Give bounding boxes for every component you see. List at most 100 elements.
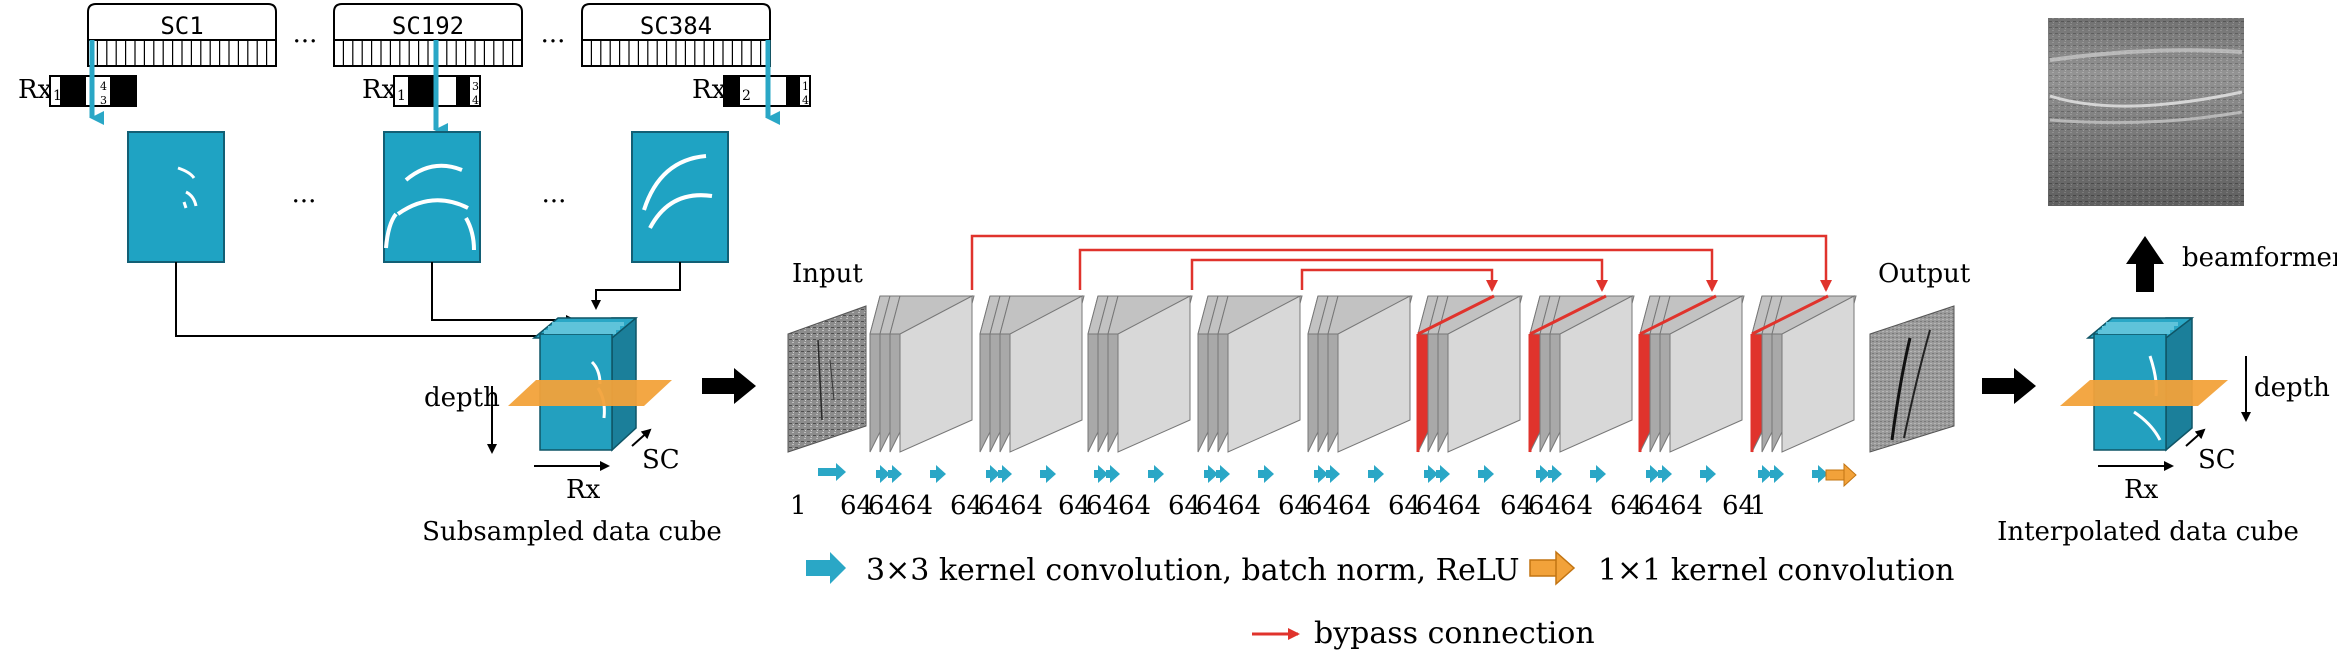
sc384-grid: [581, 39, 771, 67]
channel-label: 64: [1528, 491, 1561, 521]
interpolated-data-cube: [2060, 317, 2228, 452]
layer-arrow-head: [1596, 465, 1606, 483]
data-panel-sc192: [383, 131, 481, 263]
conv-block-1: [869, 295, 975, 453]
bypass-merge-edge: [1751, 294, 1829, 336]
layer-arrow: [930, 465, 946, 483]
rx-strip-1-b: 4: [100, 80, 107, 93]
arrow-from-network: [1982, 368, 2036, 404]
layer-arrow-shaft: [876, 470, 882, 478]
ellipsis-mid-1: ···: [292, 187, 317, 217]
layer-face: [1227, 295, 1301, 453]
left-sc-label: SC: [642, 445, 680, 475]
data-panel-sc384: [631, 131, 729, 263]
channel-label: 64: [1610, 491, 1643, 521]
rx-strip-1: Rx 1 4 3: [18, 75, 137, 107]
layer-arrow-head: [1374, 465, 1384, 483]
layer-arrow-shaft: [1758, 470, 1764, 478]
layer-arrow: [1094, 465, 1108, 483]
rx-strip-1-a: 1: [53, 88, 62, 104]
conv-block-3: [1087, 295, 1193, 453]
layer-arrow: [1326, 465, 1340, 483]
output-image: [1869, 305, 1955, 453]
layer-arrow: [1314, 465, 1328, 483]
right-depth-label: depth: [2254, 373, 2330, 403]
input-label: Input: [792, 259, 863, 289]
layer-arrow: [1216, 465, 1230, 483]
layer-arrow-shaft: [1040, 470, 1048, 478]
layer-arrow-head: [1154, 465, 1164, 483]
layer-arrow: [1812, 465, 1828, 483]
channel-label: 64: [1388, 491, 1421, 521]
left-cube-caption: Subsampled data cube: [422, 517, 722, 547]
layer-arrow-shaft: [1106, 470, 1112, 478]
channel-label: 64: [1638, 491, 1671, 521]
layer-arrow-shaft: [1770, 470, 1776, 478]
right-rx-label: Rx: [2124, 475, 2159, 505]
layer-arrow-shaft: [998, 470, 1004, 478]
channel-label: 1: [1750, 491, 1767, 521]
layer-arrow: [1148, 465, 1164, 483]
bypass-4: [1300, 268, 1498, 292]
layer-arrow-shaft: [1700, 470, 1708, 478]
channel-label: 64: [1228, 491, 1261, 521]
channel-label: 64: [1338, 491, 1371, 521]
layer-arrow-shaft: [1548, 470, 1554, 478]
left-rx-label: Rx: [566, 475, 601, 505]
layer-arrow: [1646, 465, 1660, 483]
layer-face: [1447, 295, 1521, 453]
layer-arrow-shaft: [1314, 470, 1320, 478]
layer-arrow-head: [836, 463, 846, 481]
layer-arrow-shaft: [1148, 470, 1156, 478]
conv-block-5: [1307, 295, 1413, 453]
connector-sc384: [591, 262, 681, 310]
output-label: Output: [1878, 259, 1971, 289]
layer-arrow-shaft: [1216, 470, 1222, 478]
data-panel-sc1: [127, 131, 225, 263]
right-cube-caption: Interpolated data cube: [1997, 517, 2299, 547]
layer-arrow: [888, 465, 902, 483]
left-depth-label: depth: [424, 383, 500, 413]
layer-arrow: [1658, 465, 1672, 483]
conv-block-7: [1528, 294, 1635, 453]
conv-block-9: [1750, 294, 1857, 453]
legend-bypass-label: bypass connection: [1314, 616, 1595, 651]
bypass-1: [970, 234, 1832, 292]
layer-arrow-head: [1098, 465, 1108, 483]
layer-arrow: [1478, 465, 1494, 483]
rx-strip-1-c: 3: [100, 94, 107, 107]
layer-arrow-head: [1484, 465, 1494, 483]
ellipsis-top-1: ···: [293, 27, 318, 57]
layer-face: [1559, 295, 1633, 453]
layer-face: [1781, 295, 1855, 453]
layer-arrow: [1436, 465, 1450, 483]
channel-label: 64: [1448, 491, 1481, 521]
layer-arrow: [1548, 465, 1562, 483]
layer-arrow-shaft: [1094, 470, 1100, 478]
right-cube-axes: depth Rx SC Interpolated data cube: [1997, 356, 2330, 547]
layer-arrow-shaft: [1658, 470, 1664, 478]
channel-label: 64: [1560, 491, 1593, 521]
ellipsis-top-2: ···: [541, 27, 566, 57]
layer-arrow: [986, 465, 1000, 483]
depth-slice: [508, 380, 672, 406]
layer-arrow-shaft: [1646, 470, 1652, 478]
ellipsis-mid-2: ···: [542, 187, 567, 217]
rx-label-1: Rx: [18, 75, 53, 105]
layer-arrow-head: [1318, 465, 1328, 483]
beamformer-arrow: [2126, 236, 2164, 292]
layer-arrow: [998, 465, 1012, 483]
beamformer-label: beamformer: [2182, 243, 2337, 273]
rx-strip-3-c: 4: [802, 94, 809, 107]
output-conv-arrow-shaft: [1825, 469, 1847, 481]
layer-arrow-head: [1762, 465, 1772, 483]
channel-label: 64: [950, 491, 983, 521]
channel-label: 64: [1196, 491, 1229, 521]
layer-arrow: [1204, 465, 1218, 483]
layer-arrow: [1368, 465, 1384, 483]
arrow-to-network: [702, 368, 756, 404]
layer-arrow-head: [1440, 465, 1450, 483]
channel-label: 64: [868, 491, 901, 521]
layer-arrow-shaft: [888, 470, 894, 478]
